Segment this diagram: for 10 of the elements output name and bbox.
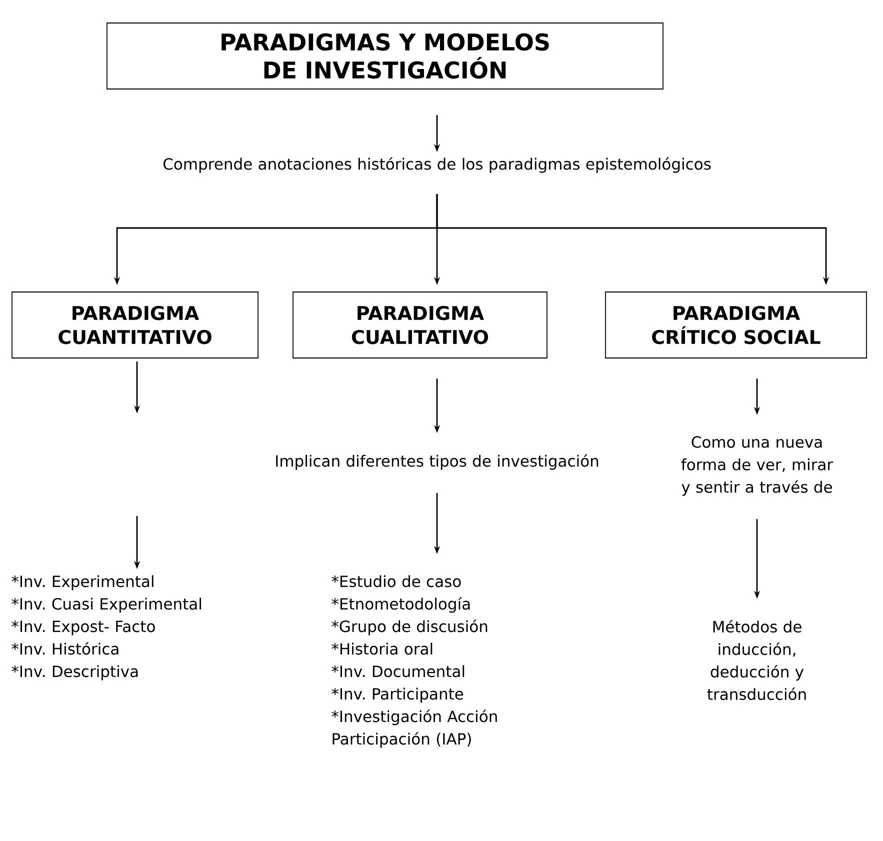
- annotation-text: Como una nueva forma de ver, mirar y sentir a través de: [681, 436, 834, 496]
- type-list: *Inv. Experimental *Inv. Cuasi Experimental *Inv. Expost- Facto *Inv. Histórica *Inv. Descriptiva: [12, 575, 202, 680]
- method-text: Métodos de inducción, deducción y transducción: [707, 620, 806, 700]
- paradigm-box: PARADIGMA CRÍTICO SOCIAL: [605, 292, 867, 358]
- annotation-text: Implican diferentes tipos de investigación: [276, 454, 598, 470]
- paradigm-box: PARADIGMA CUALITATIVO: [292, 292, 548, 358]
- paradigm-box: PARADIGMA CUANTITATIVO: [12, 292, 258, 358]
- type-list: *Estudio de caso *Etnometodología *Grupo de discusión *Historia oral *Inv. Documental *Inv. Participante *Investigación Acción Participación (IAP): [332, 575, 497, 748]
- title-box: PARADIGMAS Y MODELOS DE INVESTIGACIÓN: [106, 22, 664, 90]
- annotation-text: Comprende anotaciones históricas de los paradigmas epistemológicos: [164, 157, 711, 173]
